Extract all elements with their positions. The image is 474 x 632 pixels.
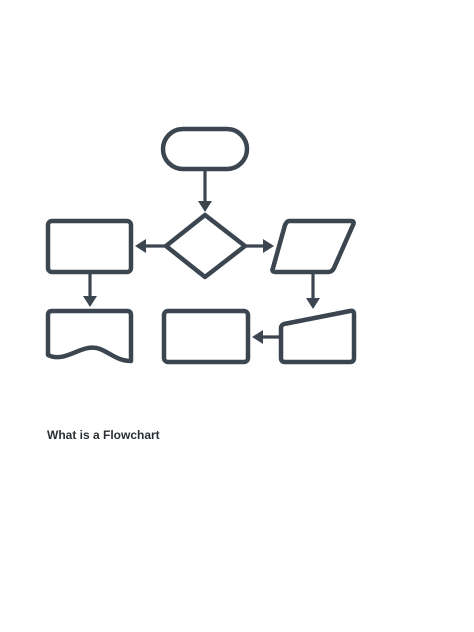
arrowhead-decision-data <box>263 239 274 253</box>
node-process-bottom <box>161 308 251 365</box>
flowchart-diagram <box>45 126 357 365</box>
node-decision <box>163 212 248 280</box>
node-manual-input <box>278 308 357 365</box>
arrowhead-data-manual-input <box>306 298 320 309</box>
arrowhead-decision-process-left <box>135 239 146 253</box>
arrowhead-start-decision <box>198 201 212 212</box>
arrowhead-process-document <box>83 296 97 307</box>
node-start <box>160 126 250 172</box>
page-caption: What is a Flowchart <box>47 428 160 442</box>
arrowhead-manual-input-process <box>252 330 263 344</box>
node-process-left <box>45 218 134 275</box>
node-data <box>270 218 356 275</box>
node-document <box>45 308 134 364</box>
